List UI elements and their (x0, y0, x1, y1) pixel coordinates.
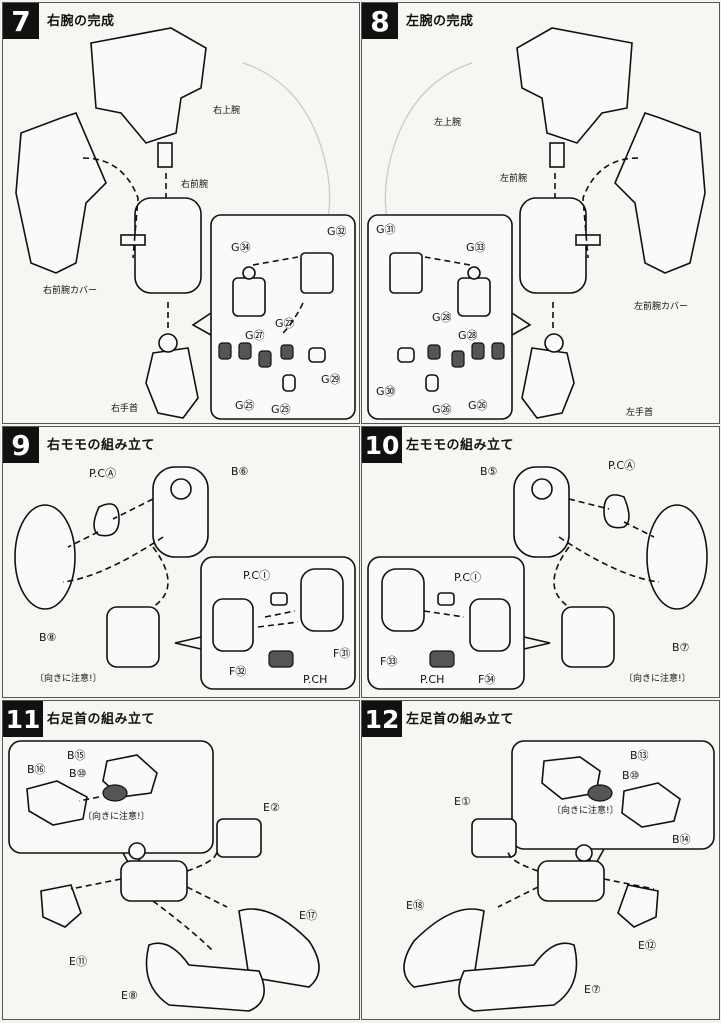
label-e7: E⑦ (584, 983, 601, 996)
hand-part (521, 347, 575, 419)
label-pc-h: P.CH (303, 673, 328, 686)
forearm-cover-part (614, 112, 706, 274)
ankle-part (537, 860, 605, 902)
thigh-frame-part (152, 466, 209, 558)
step-8-panel: 8 左腕の完成 左上腕 左前腕 (361, 2, 720, 424)
step-title: 右足首の組み立て (47, 712, 156, 727)
step-title: 右モモの組み立て (47, 438, 156, 453)
step-10-panel: 10 左モモの組み立て B⑤ P.CⒶ B⑦ 〔向きに注意!〕 P.CⒾ F㉝ … (361, 426, 720, 698)
label-e18: E⑱ (406, 899, 424, 912)
thigh-cover-part (646, 504, 708, 610)
step-title: 左モモの組み立て (406, 438, 515, 453)
label-b7: B⑦ (672, 641, 690, 654)
toe-part (458, 942, 578, 1012)
label-g32: G㉜ (327, 225, 347, 238)
label-pc-i: P.CⒾ (454, 571, 482, 584)
toe-part (145, 942, 265, 1012)
label-e17: E⑰ (299, 909, 317, 922)
label-pc-i: P.CⒾ (243, 569, 271, 582)
label-pc-a: P.CⒶ (608, 459, 636, 472)
label-g28-b: G㉘ (458, 329, 478, 342)
label-forearm: 右前腕 (181, 180, 209, 190)
label-hand: 右手首 (111, 404, 139, 414)
upper-arm-part (90, 27, 207, 144)
label-upper-arm: 左上腕 (434, 118, 462, 128)
label-b10: B⑩ (69, 767, 87, 780)
label-g27-a: G㉗ (245, 329, 265, 342)
label-g25-b: G㉕ (271, 403, 291, 416)
forearm-cover-part (15, 112, 107, 274)
label-e1: E① (454, 795, 471, 808)
label-f33: F㉝ (380, 655, 398, 668)
label-f34: F㉞ (478, 673, 496, 686)
step-number: 11 (3, 701, 43, 737)
hand-part (145, 347, 199, 419)
step-title: 右腕の完成 (47, 14, 115, 29)
ankle-part (120, 860, 188, 902)
step-number: 8 (362, 3, 398, 39)
label-e8: E⑧ (121, 989, 138, 1002)
label-forearm: 左前腕 (500, 174, 528, 184)
step-title: 左腕の完成 (406, 14, 474, 29)
label-g27-b: G㉗ (275, 317, 295, 330)
step-10-diagram (367, 466, 708, 690)
step-number: 12 (362, 701, 402, 737)
label-b8: B⑧ (39, 631, 57, 644)
label-b6: B⑥ (231, 465, 249, 478)
label-e12: E⑫ (638, 939, 656, 952)
label-g25-a: G㉕ (235, 399, 255, 412)
knee-joint-part (106, 606, 160, 668)
foot-part (238, 908, 320, 988)
label-b13: B⑬ (630, 749, 649, 762)
step-9-diagram (14, 466, 356, 690)
label-forearm-cover: 右前腕カバー (43, 286, 98, 296)
label-pc-a: P.CⒶ (89, 467, 117, 480)
upper-arm-part (516, 27, 633, 144)
label-f32: F㉜ (229, 665, 247, 678)
label-forearm-cover: 左前腕カバー (634, 302, 689, 312)
label-g34: G㉞ (231, 241, 251, 254)
step-number: 9 (3, 427, 39, 463)
step-7-panel: 7 右腕の完成 (2, 2, 360, 424)
step-12-panel: 12 左足首の組み立て B⑬ B⑩ 〔向きに注意!〕 B⑭ E① E⑱ E⑫ E… (361, 700, 720, 1020)
foot-part (403, 908, 485, 988)
label-g26-b: G㉖ (468, 399, 488, 412)
label-g31: G㉛ (376, 223, 396, 236)
label-hand: 左手首 (626, 408, 654, 418)
thigh-frame-part (513, 466, 570, 558)
label-b5: B⑤ (480, 465, 498, 478)
label-e2: E② (263, 801, 280, 814)
label-b16: B⑯ (27, 763, 46, 776)
label-e11: E⑪ (69, 955, 87, 968)
label-b10: B⑩ (622, 769, 640, 782)
label-g33: G㉝ (466, 241, 486, 254)
label-pc-h: P.CH (420, 673, 445, 686)
label-upper-arm: 右上腕 (213, 106, 241, 116)
step-11-panel: 11 右足首の組み立て B⑮ B⑯ B⑩ 〔向きに注意!〕 E② E⑰ E⑪ E… (2, 700, 360, 1020)
label-caution: 〔向きに注意!〕 (35, 674, 102, 684)
step-12-diagram (403, 740, 715, 1012)
label-caution: 〔向きに注意!〕 (83, 812, 150, 822)
label-g29: G㉙ (321, 373, 341, 386)
label-f31: F㉛ (333, 647, 351, 660)
step-8-diagram (367, 27, 706, 420)
step-title: 左足首の組み立て (406, 712, 515, 727)
step-11-diagram (8, 740, 320, 1012)
label-caution: 〔向きに注意!〕 (552, 806, 619, 816)
label-b15: B⑮ (67, 749, 86, 762)
knee-joint-part (561, 606, 615, 668)
label-caution: 〔向きに注意!〕 (624, 674, 691, 684)
step-number: 7 (3, 3, 39, 39)
step-number: 10 (362, 427, 402, 463)
step-7-diagram (15, 27, 356, 420)
label-b14: B⑭ (672, 833, 691, 846)
label-g26-a: G㉖ (432, 403, 452, 416)
label-g28-a: G㉘ (432, 311, 452, 324)
step-9-panel: 9 右モモの組み立て P.CⒶ B⑥ B⑧ 〔向きに注意!〕 P.CⒾ F㉛ (2, 426, 360, 698)
thigh-cover-part (14, 504, 76, 610)
label-g30: G㉚ (376, 385, 396, 398)
